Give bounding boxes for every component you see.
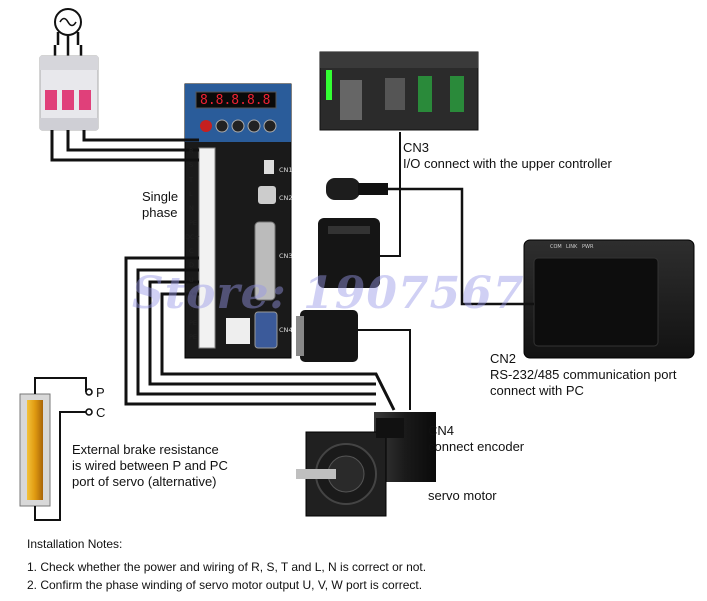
driver-port-label: CN2 bbox=[279, 194, 293, 202]
cn2-connector bbox=[326, 178, 388, 200]
cn3-title: CN3 bbox=[403, 140, 430, 155]
driver-terminal-label: S bbox=[189, 161, 194, 170]
brake-note-line3: port of servo (alternative) bbox=[72, 474, 217, 489]
servo-driver: 8.8.8.8.8 bbox=[184, 83, 292, 359]
driver-terminal-label: N bbox=[189, 204, 194, 213]
installation-note-1: 1. Check whether the power and wiring of… bbox=[27, 560, 427, 574]
driver-terminal-label: PE bbox=[189, 218, 198, 227]
installation-notes-title: Installation Notes: bbox=[27, 537, 123, 551]
driver-terminal-label: U bbox=[189, 275, 194, 284]
circuit-breaker bbox=[39, 55, 99, 131]
cn3-description: I/O connect with the upper controller bbox=[403, 156, 612, 171]
plc-controller bbox=[319, 51, 479, 131]
driver-terminal-label: DC+ bbox=[185, 232, 200, 241]
servo-motor-label: servo motor bbox=[428, 488, 497, 503]
hmi-screen bbox=[523, 239, 695, 359]
cn2-description-line2: connect with PC bbox=[490, 383, 584, 398]
driver-terminal-label: PE bbox=[189, 318, 198, 327]
terminal-c-label: C bbox=[96, 405, 106, 420]
driver-port-label: CN1 bbox=[279, 166, 293, 174]
driver-port-label: CN3 bbox=[279, 252, 293, 260]
brake-note-line1: External brake resistance bbox=[72, 442, 219, 457]
cn2-title: CN2 bbox=[490, 351, 517, 366]
servo-motor bbox=[296, 412, 436, 517]
brake-note-line2: is wired between P and PC bbox=[72, 458, 228, 473]
wires bbox=[50, 130, 534, 411]
driver-terminal-label: PE bbox=[189, 332, 198, 341]
cn3-connector bbox=[318, 218, 380, 288]
driver-terminal-label: R bbox=[189, 147, 194, 155]
hmi-led-label: LINK bbox=[566, 244, 578, 250]
cn4-connector bbox=[296, 310, 358, 362]
cn4-title: CN4 bbox=[428, 423, 455, 438]
brake-resistor bbox=[19, 377, 93, 521]
cn4-description: connect encoder bbox=[428, 439, 525, 454]
driver-terminal-label: W bbox=[189, 304, 196, 313]
driver-terminal-label: V bbox=[189, 290, 194, 298]
driver-terminal-label: L bbox=[189, 189, 193, 198]
terminal-p-label: P bbox=[96, 385, 105, 400]
single-phase-label-line1: Single bbox=[142, 189, 179, 204]
driver-terminal-label: T bbox=[189, 175, 193, 184]
driver-terminal-label: C bbox=[189, 247, 194, 256]
watermark-text: Store: 1907567 bbox=[132, 268, 525, 319]
single-phase-label-line2: phase bbox=[142, 205, 178, 220]
driver-port-label: CN4 bbox=[279, 326, 293, 334]
svg-text:8.8.8.8.8: 8.8.8.8.8 bbox=[200, 93, 270, 108]
ac-source-symbol bbox=[53, 8, 83, 58]
hmi-led-label: COM bbox=[550, 244, 562, 250]
hmi-led-label: PWR bbox=[582, 244, 594, 250]
cn2-description-line1: RS-232/485 communication port bbox=[490, 367, 677, 382]
driver-terminal-label: D bbox=[189, 261, 195, 270]
installation-note-2: 2. Confirm the phase winding of servo mo… bbox=[27, 578, 423, 592]
